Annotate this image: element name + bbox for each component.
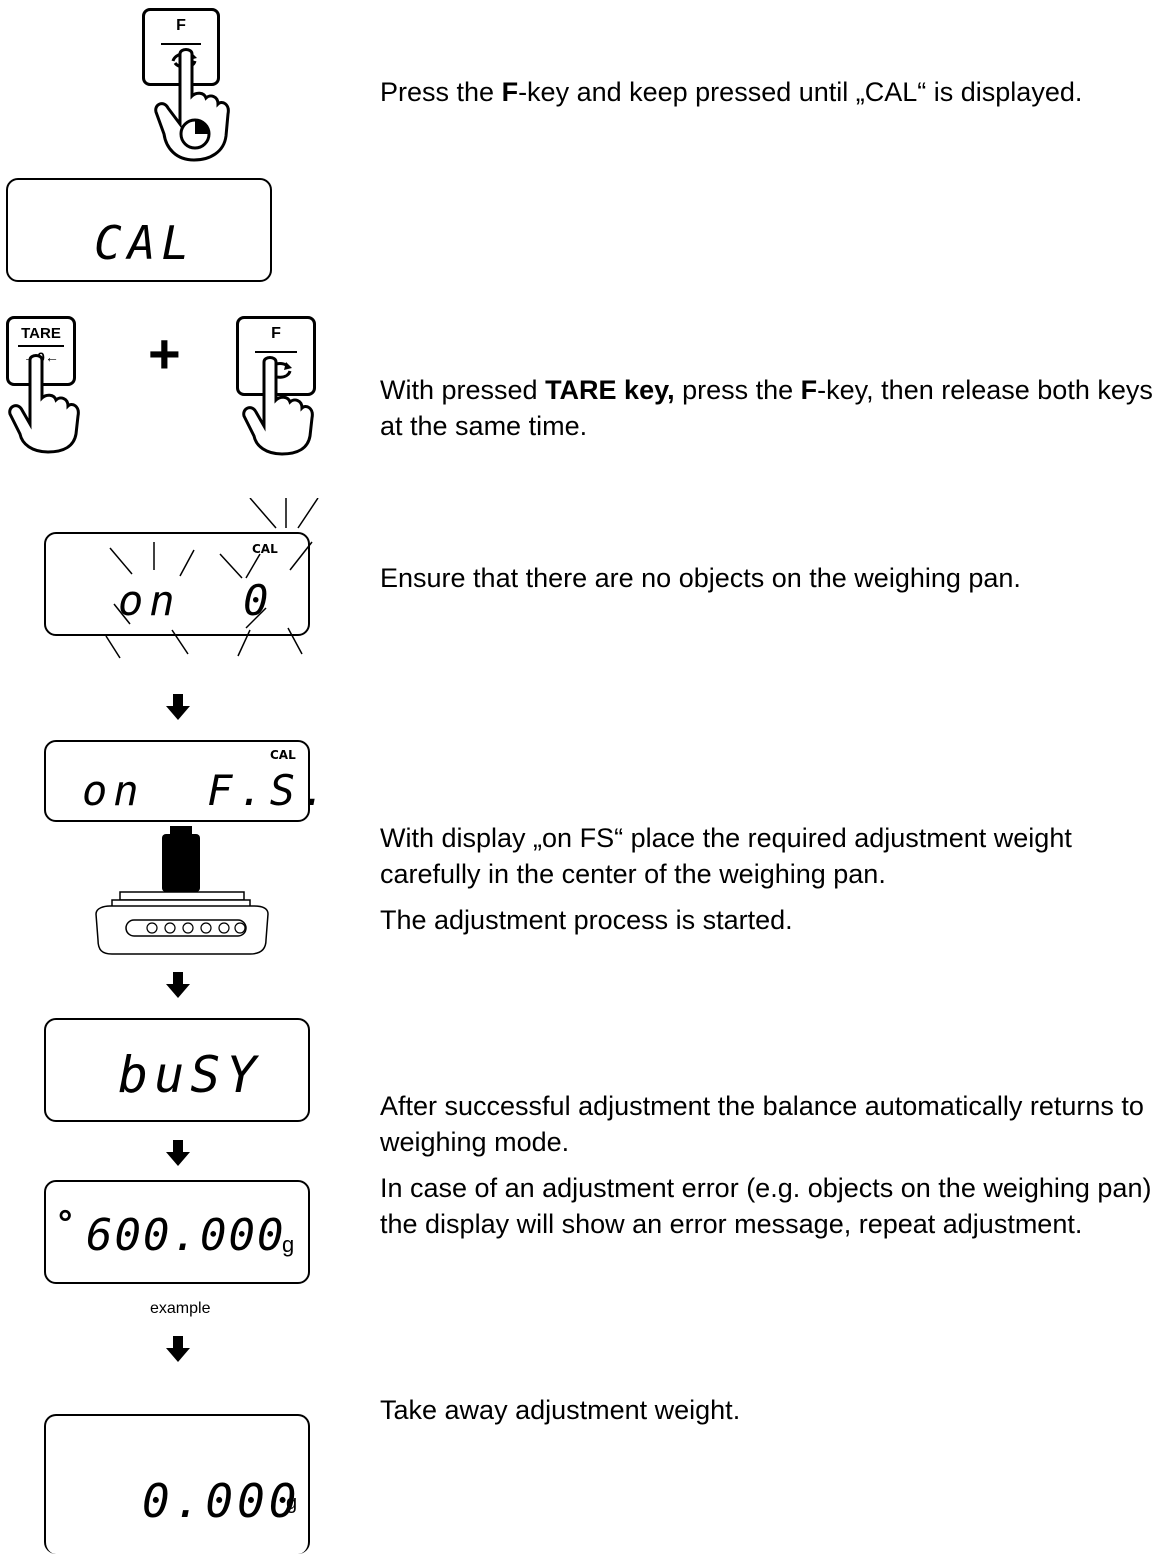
display-busy: buSY — [44, 1018, 310, 1122]
display-weight: ° 600.000 g — [44, 1180, 310, 1284]
tare-key-label: TARE — [21, 325, 61, 342]
bold-text: TARE key, — [545, 375, 675, 405]
cal-indicator-2: CAL — [270, 748, 296, 762]
step-4-note: The adjustment process is started. — [380, 905, 793, 935]
text-run: Press the — [380, 77, 502, 107]
stable-indicator: ° — [58, 1202, 73, 1243]
display-zero: 0.000 g — [44, 1414, 310, 1554]
plus-sign: + — [148, 322, 181, 385]
display-on-fs: on F.S. CAL — [44, 740, 326, 822]
balance-with-weight-icon — [95, 826, 269, 955]
display-on-zero-text: on 0 — [118, 576, 275, 625]
down-arrow-icon-4 — [166, 1336, 190, 1362]
f-key-label: F — [176, 17, 186, 34]
hand-press-icon-2 — [242, 356, 314, 456]
cal-indicator: CAL — [252, 542, 278, 556]
step-4-text: With display „on FS“ place the required … — [380, 820, 1160, 948]
hand-hold-icon — [154, 48, 230, 162]
hand-press-icon — [8, 354, 80, 454]
down-arrow-icon-3 — [166, 1140, 190, 1166]
display-zero-value: 0.000 — [142, 1474, 301, 1528]
step-5-success: After successful adjustment the balance … — [380, 1091, 1144, 1157]
display-on-fs-text: on F.S. — [82, 766, 333, 815]
bold-text: F — [501, 77, 519, 107]
down-arrow-icon — [166, 694, 190, 720]
step-3-text: Ensure that there are no objects on the … — [380, 563, 1021, 593]
f-key-2-label: F — [271, 325, 281, 342]
step-1-text: Press the F-key and keep pressed until „… — [380, 74, 1120, 110]
step-4-instruction: With display „on FS“ place the required … — [380, 823, 1072, 889]
display-zero-unit: g — [286, 1492, 298, 1514]
display-on-zero: on 0 CAL — [44, 532, 310, 636]
display-cal-text: CAL — [94, 216, 196, 270]
blink-lines — [105, 498, 319, 659]
step-5-text: After successful adjustment the balance … — [380, 1088, 1160, 1252]
text-run: -key, then release both keys at the same… — [380, 375, 1153, 441]
text-run: With pressed — [380, 375, 546, 405]
display-busy-text: buSY — [118, 1046, 263, 1104]
text-run: -key and keep pressed until „CAL“ is dis… — [518, 77, 1083, 107]
step-5-error: In case of an adjustment error (e.g. obj… — [380, 1173, 1152, 1239]
display-weight-value: 600.000 — [86, 1210, 286, 1261]
display-cal: CAL — [6, 178, 272, 282]
step-6-text: Take away adjustment weight. — [380, 1395, 741, 1425]
down-arrow-icon-2 — [166, 972, 190, 998]
text-run: press the — [674, 375, 801, 405]
example-caption: example — [150, 1300, 211, 1317]
display-weight-unit: g — [282, 1232, 295, 1257]
bold-text: F — [800, 375, 818, 405]
step-2-text: With pressed TARE key, press the F-key, … — [380, 372, 1160, 444]
